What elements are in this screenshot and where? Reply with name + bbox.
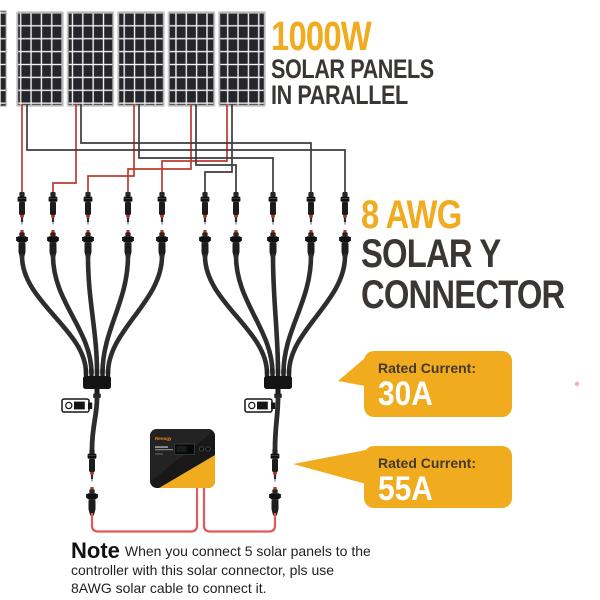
branch-cable <box>281 253 314 376</box>
cable-spec-tag-left <box>61 398 93 413</box>
positive-wire <box>52 104 77 192</box>
trunk-output-connectors <box>86 449 98 516</box>
controller-button <box>198 446 205 452</box>
gauge-heading: 8 AWG <box>361 193 462 237</box>
mc4-male-connector <box>17 192 27 225</box>
controller-input-wire-right <box>202 487 277 533</box>
left-y-hub <box>83 368 111 452</box>
mc4-male-connector <box>270 449 280 482</box>
cable-spec-tag-right <box>244 398 276 413</box>
branch-cable <box>100 253 131 376</box>
connector-line-2: SOLAR Y <box>361 232 501 276</box>
branch-cable <box>270 253 281 376</box>
mc4-female-connector <box>269 487 281 516</box>
negative-wire <box>195 104 237 192</box>
negative-wire <box>138 104 274 192</box>
charge-controller: Renogy <box>150 429 215 488</box>
panel-wires <box>21 104 346 192</box>
badge-value: 55A <box>378 470 433 508</box>
branch-cable <box>286 253 348 376</box>
positive-wire <box>87 104 135 192</box>
right-y-hub <box>264 368 292 452</box>
title-block: 1000W SOLAR PANELS IN PARALLEL <box>271 13 475 110</box>
controller-brand: Renogy <box>155 436 172 441</box>
mc4-male-connector <box>48 192 58 225</box>
solar-panel <box>218 11 266 107</box>
controller-accent-stripe <box>159 455 215 488</box>
title-line-3: IN PARALLEL <box>271 80 408 110</box>
branch-cable <box>85 253 100 376</box>
controller-input-wire-left <box>90 487 199 533</box>
mc4-male-connector <box>231 192 241 225</box>
rated-current-badge-30a: Rated Current: 30A <box>364 351 512 417</box>
mc4-male-connector <box>157 192 167 225</box>
connector-line-3: CONNECTOR <box>361 273 565 317</box>
positive-wire <box>161 104 228 192</box>
title-line-2: SOLAR PANELS <box>271 54 434 84</box>
mc4-male-connector <box>268 192 278 225</box>
mc4-male-connector <box>306 192 316 225</box>
negative-wire <box>204 104 233 192</box>
mc4-male-connector <box>123 192 133 225</box>
partial-solar-panel <box>0 10 7 107</box>
badge-label: Rated Current: <box>378 455 477 471</box>
solar-panel <box>117 11 165 107</box>
note-body: When you connect 5 solar panels to the c… <box>71 543 371 596</box>
mc4-female-connector <box>86 487 98 516</box>
badge-value: 30A <box>378 375 433 413</box>
controller-button <box>205 446 211 452</box>
badge-pointer-55a <box>293 450 366 484</box>
mc4-male-connector <box>87 449 97 482</box>
solar-panel <box>66 11 115 107</box>
negative-wire <box>26 104 346 192</box>
mc4-male-connector <box>83 192 93 225</box>
branch-cable <box>50 253 94 376</box>
note-title: Note <box>71 538 120 563</box>
branch-cable <box>19 253 89 376</box>
wattage-heading: 1000W <box>271 13 372 59</box>
mc4-male-connector <box>200 192 210 225</box>
solar-panel <box>167 11 216 107</box>
badge-pointer-30a <box>338 358 365 386</box>
rated-current-badge-55a: Rated Current: 55A <box>364 446 512 508</box>
mc4-male-connector <box>340 192 350 225</box>
pink-artifact <box>574 381 580 387</box>
badge-label: Rated Current: <box>378 360 477 376</box>
branch-cable <box>233 253 275 376</box>
y-connector-cables <box>19 253 348 376</box>
solar-panel <box>16 11 64 107</box>
trunk-output-connectors <box>269 449 281 516</box>
mc4-connector-rows <box>16 192 351 259</box>
positive-wire <box>127 104 192 192</box>
branch-cable <box>202 253 270 376</box>
branch-cable <box>105 253 165 376</box>
connector-title-block: 8 AWG SOLAR Y CONNECTOR <box>361 193 600 317</box>
